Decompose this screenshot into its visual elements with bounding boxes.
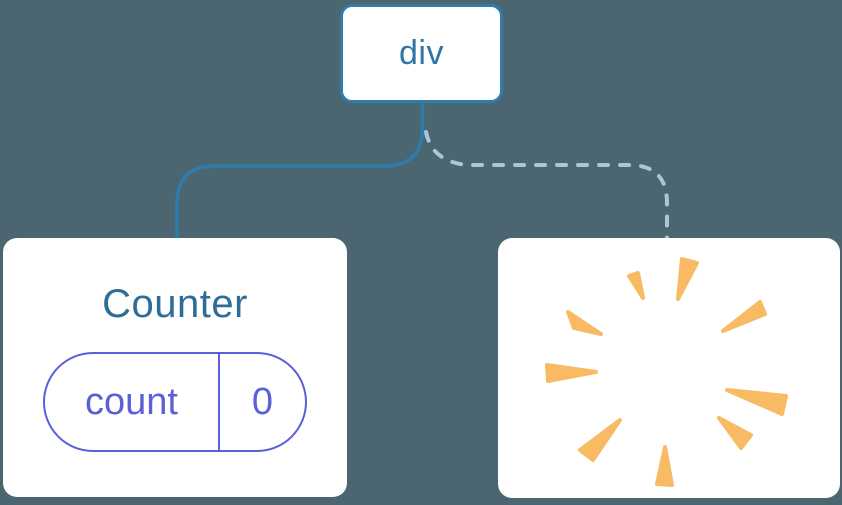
state-key-label: count xyxy=(85,380,178,423)
counter-node-card: Counter count 0 xyxy=(3,238,347,497)
state-value-label: 0 xyxy=(251,380,274,423)
removed-node-card xyxy=(498,238,840,498)
dashed-connector xyxy=(424,130,669,242)
state-pill: count 0 xyxy=(43,352,307,452)
state-value-cell: 0 xyxy=(220,354,305,450)
root-node-div: div xyxy=(340,4,503,103)
root-node-label: div xyxy=(399,34,444,72)
poof-icon xyxy=(545,257,788,487)
counter-title: Counter xyxy=(102,282,248,326)
solid-connector xyxy=(175,103,425,240)
state-key-cell: count xyxy=(45,354,220,450)
